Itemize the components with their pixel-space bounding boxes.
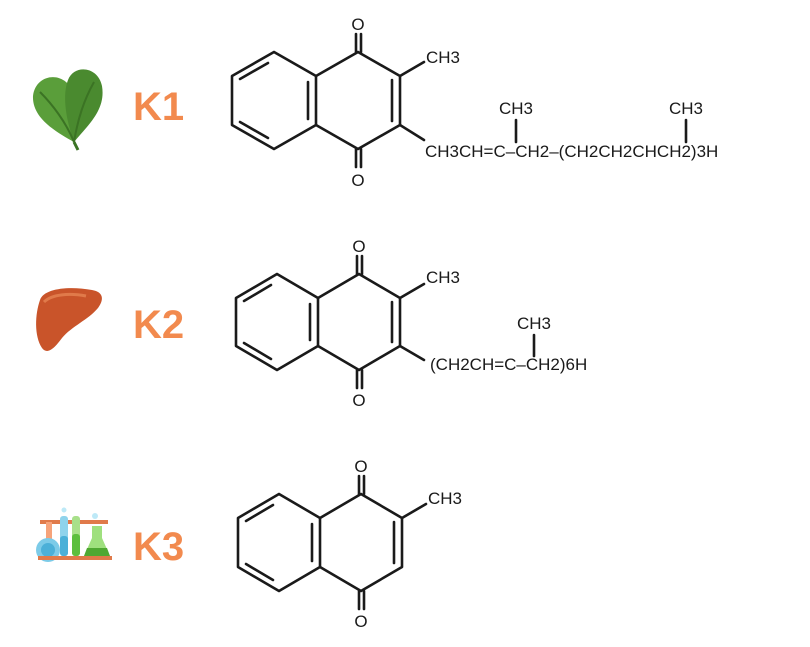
vitamin-k3-label: K3: [133, 525, 184, 569]
k1-naphthoquinone-ring: [230, 32, 426, 169]
k3-top-oxygen: O: [354, 457, 367, 476]
k3-methyl: CH3: [428, 489, 462, 508]
k3-row: K3 O O CH3: [36, 457, 462, 631]
k2-branch-methyl: CH3: [517, 314, 551, 333]
vitamin-k1-label: K1: [133, 85, 184, 129]
spinach-leaf-icon: [32, 69, 103, 151]
liver-icon: [36, 288, 102, 351]
k2-naphthoquinone-ring: [234, 254, 426, 390]
k2-methyl: CH3: [426, 268, 460, 287]
k1-bottom-oxygen: O: [351, 171, 364, 190]
k2-row: K2 O O CH3 CH3 (CH2CH=C–CH2)6H: [36, 237, 587, 410]
k1-branch-methyl-2: CH3: [669, 99, 703, 118]
k1-side-chain: CH3CH=C–CH2–(CH2CH2CHCH2)3H: [425, 142, 718, 161]
lab-flasks-icon: [36, 507, 112, 562]
vitamin-k2-label: K2: [133, 303, 184, 347]
k3-naphthoquinone-ring: [236, 474, 428, 611]
k1-branch-methyl-1: CH3: [499, 99, 533, 118]
k2-top-oxygen: O: [352, 237, 365, 256]
k2-side-chain: (CH2CH=C–CH2)6H: [430, 355, 587, 374]
k2-bottom-oxygen: O: [352, 391, 365, 410]
k3-bottom-oxygen: O: [354, 612, 367, 631]
k1-methyl: CH3: [426, 48, 460, 67]
k1-top-oxygen: O: [351, 15, 364, 34]
k1-row: K1 O O CH3 CH3 CH3 CH3CH=C–CH2–(CH2CH2CH…: [32, 15, 718, 190]
